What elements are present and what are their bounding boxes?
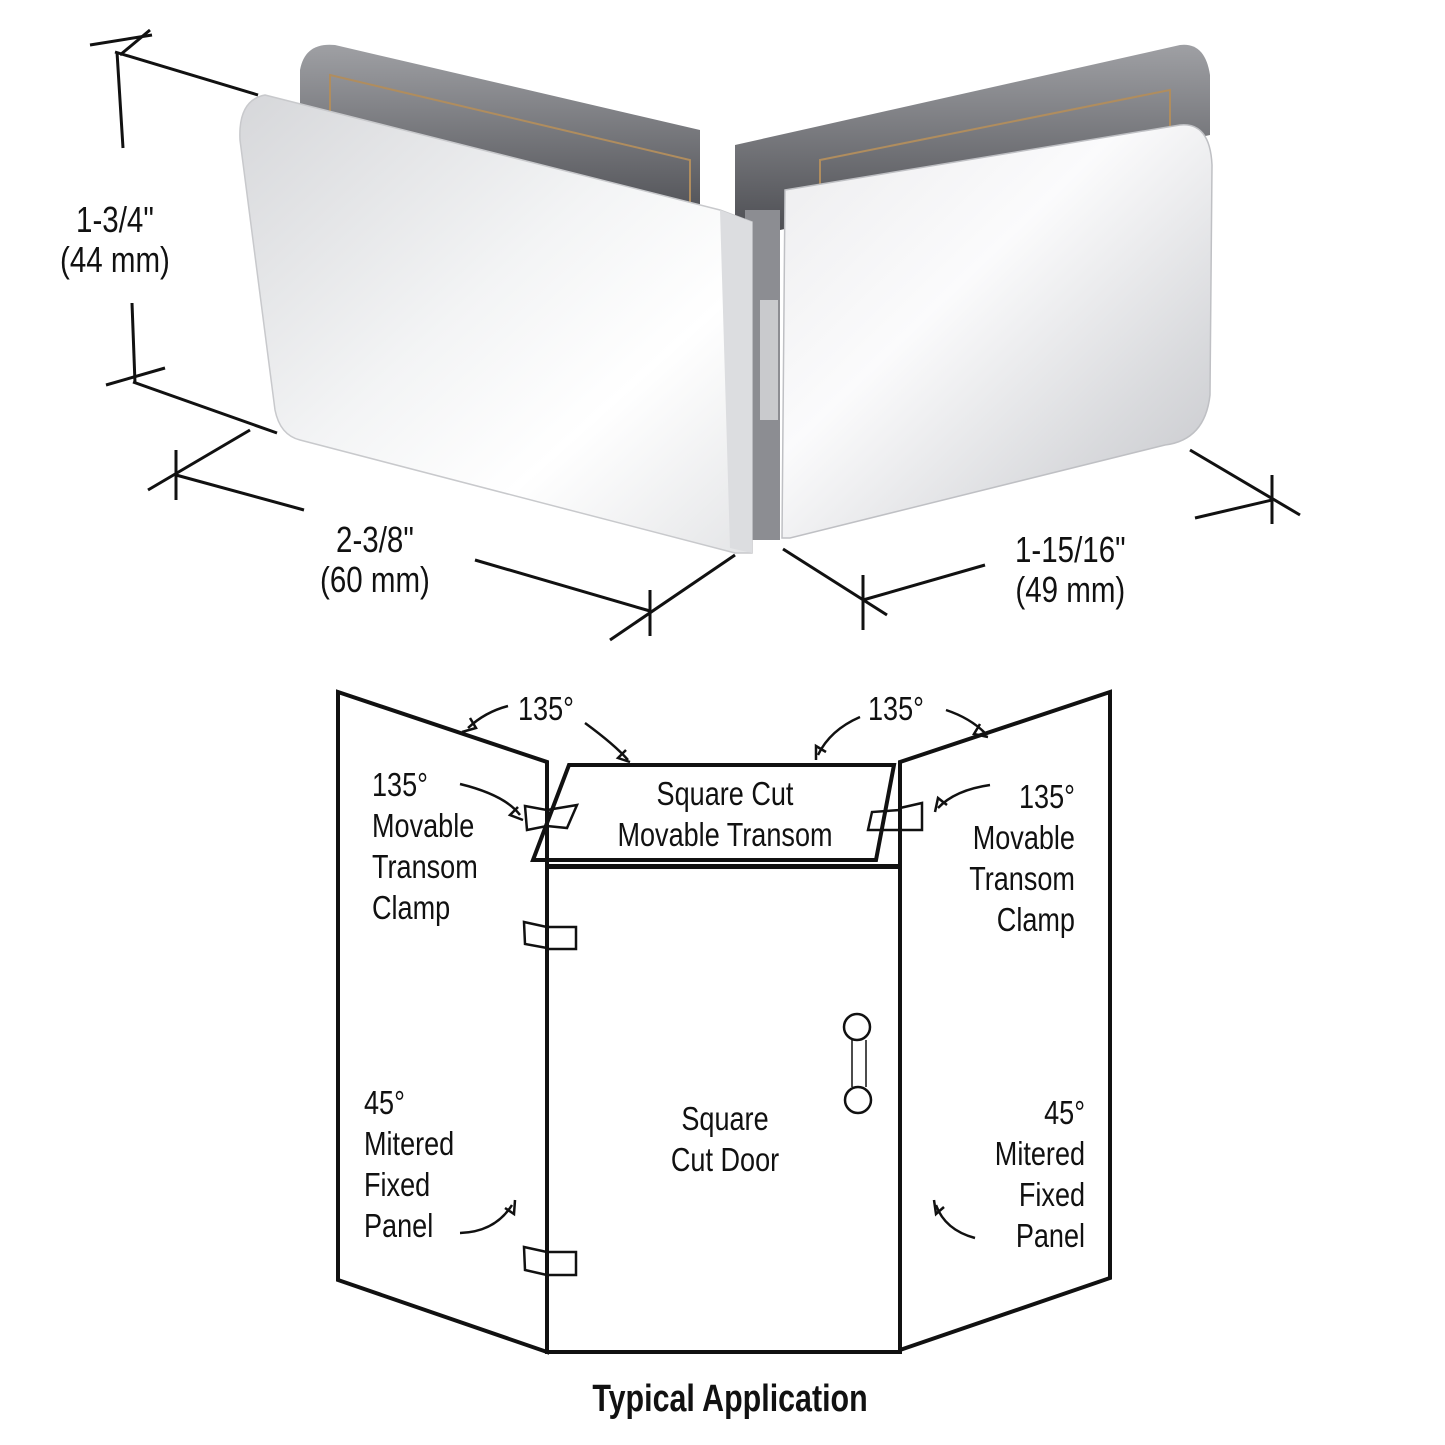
right-panel-label: 45° Mitered Fixed Panel [995,1092,1085,1256]
right-clamp-line3: Clamp [996,901,1075,938]
clamp-photo [239,44,1213,554]
transom-line2: Movable Transom [617,816,833,853]
right-panel-line1: Mitered [994,1135,1085,1172]
left-width-metric: (60 mm) [320,559,430,600]
transom-label: Square Cut Movable Transom [614,773,835,855]
right-panel-line2: Fixed [1018,1176,1085,1213]
callout-arrows [459,704,991,1240]
right-clamp-line1: Movable [972,819,1075,856]
left-panel-line2: Fixed [364,1166,431,1203]
left-clamp-line3: Clamp [372,889,451,926]
height-dimension-label: 1-3/4" (44 mm) [60,200,170,280]
door-line2: Cut Door [670,1141,780,1178]
left-width-imperial: 2-3/8" [336,519,414,560]
left-panel-label: 45° Mitered Fixed Panel [364,1082,454,1246]
height-metric: (44 mm) [60,239,170,280]
right-panel-angle: 45° [1044,1094,1085,1131]
left-width-dimension-label: 2-3/8" (60 mm) [320,520,430,600]
diagram-title: Typical Application [592,1378,868,1420]
left-clamp-angle: 135° [372,766,428,803]
angle-top-right-label: 135° [868,690,924,727]
right-clamp-line2: Transom [969,860,1075,897]
angle-top-left-label: 135° [518,690,574,727]
left-clamp-label: 135° Movable Transom Clamp [372,764,478,928]
right-width-metric: (49 mm) [1015,569,1126,610]
dimension-lines [89,28,1301,642]
application-diagram [336,689,1112,1355]
left-panel-line3: Panel [364,1207,434,1244]
transom-line1: Square Cut [656,775,794,812]
left-clamp-line1: Movable [372,807,475,844]
right-width-dimension-label: 1-15/16" (49 mm) [1015,530,1126,610]
right-clamp-angle: 135° [1019,778,1075,815]
left-panel-angle: 45° [364,1084,405,1121]
door-label: Square Cut Door [639,1098,811,1180]
right-panel-line3: Panel [1015,1217,1085,1254]
door-line1: Square [681,1100,769,1137]
right-width-imperial: 1-15/16" [1015,529,1126,570]
left-clamp-line2: Transom [372,848,478,885]
height-imperial: 1-3/4" [76,199,154,240]
right-clamp-label: 135° Movable Transom Clamp [969,776,1075,940]
left-panel-line1: Mitered [364,1125,455,1162]
